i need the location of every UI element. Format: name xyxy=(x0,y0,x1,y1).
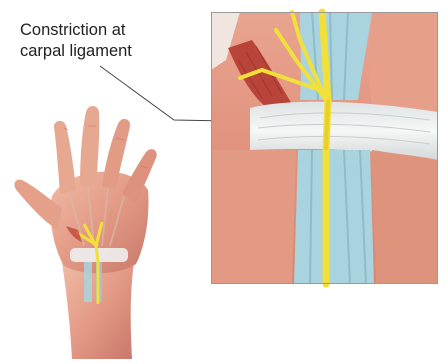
callout-label-line2: carpal ligament xyxy=(20,41,132,62)
hand-illustration xyxy=(15,106,157,359)
wrist-closeup-panel xyxy=(211,12,438,284)
callout-label: Constriction at carpal ligament xyxy=(20,20,132,62)
callout-label-line1: Constriction at xyxy=(20,20,132,41)
